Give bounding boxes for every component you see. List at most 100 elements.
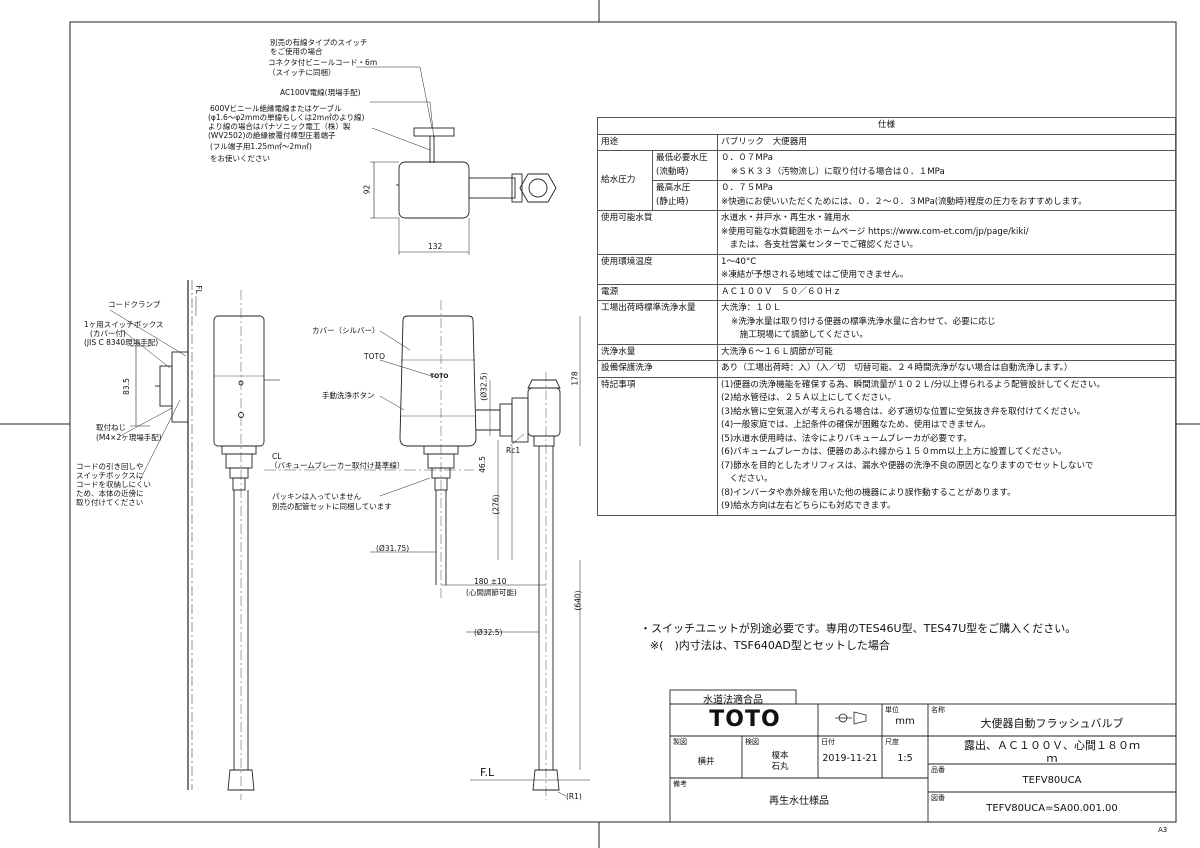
switch-box-2: (カバー付) [90,329,126,338]
name-label: 名称 [931,706,945,714]
cable-note-4: (WV2502)の絶縁被覆付棒型圧着端子 [208,131,336,140]
cord-clamp-label: コードクランプ [108,300,161,309]
switch-box-1: 1ヶ用スイッチボックス [84,320,164,329]
dim-180-note: (心間調節可能) [466,588,517,597]
dwg-value: TEFV80UCA=SA00.001.00 [986,803,1118,814]
cover-label: カバー（シルバー） [312,326,380,335]
drawing-frame [69,21,1177,823]
name-value-3: ｍ [1046,752,1058,765]
cable-note-6: をお使いください [210,154,270,163]
scale-label: 尺度 [885,738,899,746]
pressure-label: 給水圧力 [597,150,653,211]
remark-label: 備考 [673,780,687,788]
dim-32-5b: (Ø32.5) [474,628,503,637]
dim-640: (640) [573,590,583,611]
projection-symbol [835,711,867,725]
item-label: 品番 [931,766,945,774]
cable-note-5: (フル端子用1.25m㎡〜2m㎡) [210,142,312,151]
cord-pull-3: コードを収納しにくい [76,480,151,489]
unit-value: mm [895,716,915,727]
features-label: 特記事項 [597,376,718,516]
drawn-label: 製図 [673,738,687,746]
temperature-value: 1〜40°C※凍結が予想される地域ではご使用できません。 [717,253,1176,285]
switch-box-3: (JIS C 8340現場手配) [84,338,159,347]
power-value: ＡＣ１００Ｖ ５０／６０Ｈｚ [717,283,1176,301]
min-pressure-label: 最低必要水圧(流動時) [652,150,718,181]
water-quality-label: 使用可能水質 [597,210,718,255]
toto-label: TOTO [364,352,385,361]
front-view [264,300,590,800]
dim-46-5: 46.5 [477,456,487,473]
cord-note-1: コネクタ付ビニールコード・6m [268,58,378,67]
manual-button-label: 手動洗浄ボタン [322,391,375,400]
check-value-1: 榎本 [771,751,789,761]
note-switch-unit: ・スイッチユニットが別途必要です。専用のTES46U型、TES47U型をご購入く… [640,622,1077,635]
cord-pull-1: コードの引き回しや [76,462,144,471]
packing-note-2: 別売の配管セットに同梱しています [272,502,392,511]
unit-label: 単位 [885,706,899,714]
cable-note-3: より線の場合はパナソニック電工（株）製 [208,122,351,131]
top-view [356,66,557,255]
flush-volume-label: 工場出荷時標準洗浄水量 [597,300,718,345]
side-view [109,280,280,800]
ac100-wire-label: AC100V電線(現場手配) [280,88,361,97]
protection-value: あり（工場出荷時：入）（入／切 切替可能、２４時間洗浄がない場合は自動洗浄します… [717,360,1176,378]
dim-178: 178 [570,371,580,386]
spec-header: 仕様 [597,117,1176,135]
approval-label: 水道法適合品 [703,695,763,706]
note-dimension: ※( )内寸法は、TSF640AD型とセットした場合 [650,639,890,652]
fl-label: F.L [480,766,495,779]
dim-31-75: (Ø31.75) [376,544,410,553]
max-pressure-label: 最高水圧(静止時) [652,180,718,211]
check-label: 検図 [745,738,759,746]
fl-mark: FL [193,285,203,294]
packing-note-1: パッキンは入っていません [272,492,362,501]
name-value: 大便器自動フラッシュバルブ [980,717,1124,730]
usage-label: 用途 [597,133,718,151]
remark-value: 再生水仕様品 [769,796,829,807]
features-value: (1)便器の洗浄機能を確保する為、瞬間流量が１０２Ｌ/分以上得られるよう配管設計… [717,376,1176,516]
protection-label: 設備保護洗浄 [597,360,718,378]
body-logo: TOTO [430,373,449,380]
water-quality-value: 水道水・井戸水・再生水・雑用水※使用可能な水質範囲をホームページ https:/… [717,210,1176,255]
cord-pull-5: 取り付けてください [76,498,144,507]
cord-pull-2: スイッチボックスに [76,471,144,480]
r1-label: (R1) [566,792,582,801]
check-value-2: 石丸 [771,762,789,772]
cord-pull-4: ため、本体の近傍に [76,489,144,498]
flush-volume-value: 大洗浄：１０Ｌ※洗浄水量は取り付ける便器の標準洗浄水量に合わせて、必要に応じ 施… [717,300,1176,345]
cable-note-1: 600Vビニール絶縁電線またはケーブル [210,104,342,113]
dim-32-5a: (Ø32.5) [479,372,489,401]
switch-note-1: 別売の有線タイプのスイッチ [270,38,368,47]
dim-132: 132 [428,242,443,251]
max-pressure-value: ０．７５MPa※快適にお使いいただくためには、０．２〜０．３MPa(流動時)程度… [717,180,1176,211]
item-value: TEFV80UCA [1022,775,1082,786]
drawn-value: 横井 [697,757,715,767]
dwg-label: 図番 [931,794,945,802]
wash-volume-value: 大洗浄６〜１６Ｌ調節が可能 [717,343,1176,361]
date-value: 2019-11-21 [822,753,878,764]
name-value-2: 露出、ＡＣ１００Ｖ、心間１８０ｍ [964,739,1140,752]
switch-note-2: をご使用の場合 [270,47,323,56]
cl-label: CL [272,452,282,461]
scale-value: 1:5 [897,753,913,764]
power-label: 電源 [597,283,718,301]
fix-screw-2: (M4×2ヶ現場手配) [96,433,162,442]
dim-180: 180 ±10 [474,577,507,586]
spec-table: 仕様 用途 パブリック 大便器用 給水圧力 最低必要水圧(流動時) ０．０７MP… [597,117,1176,516]
rc1-label: Rc1 [506,446,521,455]
cl-note: （バキュームブレーカー取付け基準線） [270,461,405,470]
cable-note-2: (φ1.6〜φ2mmの単線もしくは2m㎡のより線) [208,113,365,122]
dim-83-5: 83.5 [121,378,131,395]
toto-logo: TOTO [709,707,781,732]
fix-screw-1: 取付ねじ [96,423,126,432]
title-block-lines [669,689,1177,823]
sheet-size: A3 [1158,826,1168,834]
dim-276: (276) [491,494,501,515]
dim-92: 92 [362,184,372,195]
date-label: 日付 [821,738,835,746]
wash-volume-label: 洗浄水量 [597,343,718,361]
cord-note-2: （スイッチに同梱） [268,68,336,77]
usage-value: パブリック 大便器用 [717,133,1176,151]
